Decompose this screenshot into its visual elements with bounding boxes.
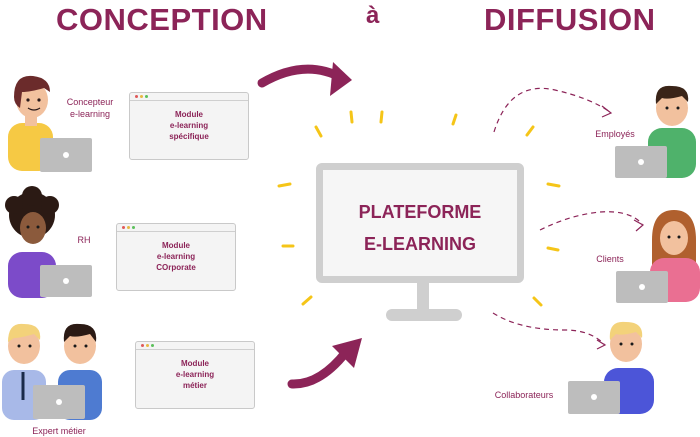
minimize-dot-icon [127,226,130,229]
close-dot-icon [141,344,144,347]
module-line: e-learning [175,370,215,379]
module-text: Module e-learning métier [136,358,254,391]
module-text: Module e-learning spécifique [130,109,248,142]
label-collaborateurs: Collaborateurs [494,390,554,400]
label-concepteur-line2: e-learning [69,109,111,119]
maximize-dot-icon [132,226,135,229]
window-titlebar [136,342,254,350]
maximize-dot-icon [145,95,148,98]
module-line: COrporate [156,263,196,272]
dashed-arrowheads [596,105,645,350]
module-window-metier: Module e-learning métier [135,341,255,409]
module-window-specifique: Module e-learning spécifique [129,92,249,160]
label-clients: Clients [596,254,624,264]
label-expert-metier: Expert métier [32,426,86,436]
module-line: e-learning [169,121,209,130]
person-rh [5,186,92,298]
header-diffusion: DIFFUSION [484,2,656,37]
minimize-dot-icon [140,95,143,98]
module-line: Module [175,110,203,119]
platform-line1: PLATEFORME [358,202,482,222]
module-line: spécifique [169,132,209,141]
dashed-connectors [492,87,643,345]
maximize-dot-icon [151,344,154,347]
platform-line2: E-LEARNING [364,234,476,254]
person-expert-2 [33,323,102,420]
label-concepteur: Concepteur e-learning [60,96,120,120]
window-titlebar [130,93,248,101]
person-concepteur [8,75,92,172]
person-collaborateur [568,321,654,414]
module-window-corporate: Module e-learning COrporate [116,223,236,291]
header-a: à [366,2,380,29]
window-titlebar [117,224,235,232]
sun-rays [277,110,561,307]
close-dot-icon [135,95,138,98]
header-conception: CONCEPTION [56,2,268,37]
label-concepteur-line1: Concepteur [66,97,114,107]
module-line: métier [182,381,207,390]
label-employes: Employés [595,129,635,139]
person-employe [615,85,696,178]
module-line: e-learning [156,252,196,261]
module-text: Module e-learning COrporate [117,240,235,273]
person-client [616,210,700,303]
minimize-dot-icon [146,344,149,347]
module-line: Module [162,241,190,250]
close-dot-icon [122,226,125,229]
platform-monitor: PLATEFORME E-LEARNING [316,163,524,283]
arrow-top [257,62,352,96]
module-line: Module [181,359,209,368]
arrow-bottom [287,338,362,389]
label-rh: RH [77,235,91,245]
monitor-stand [386,280,462,321]
platform-label: PLATEFORME E-LEARNING [323,196,517,260]
